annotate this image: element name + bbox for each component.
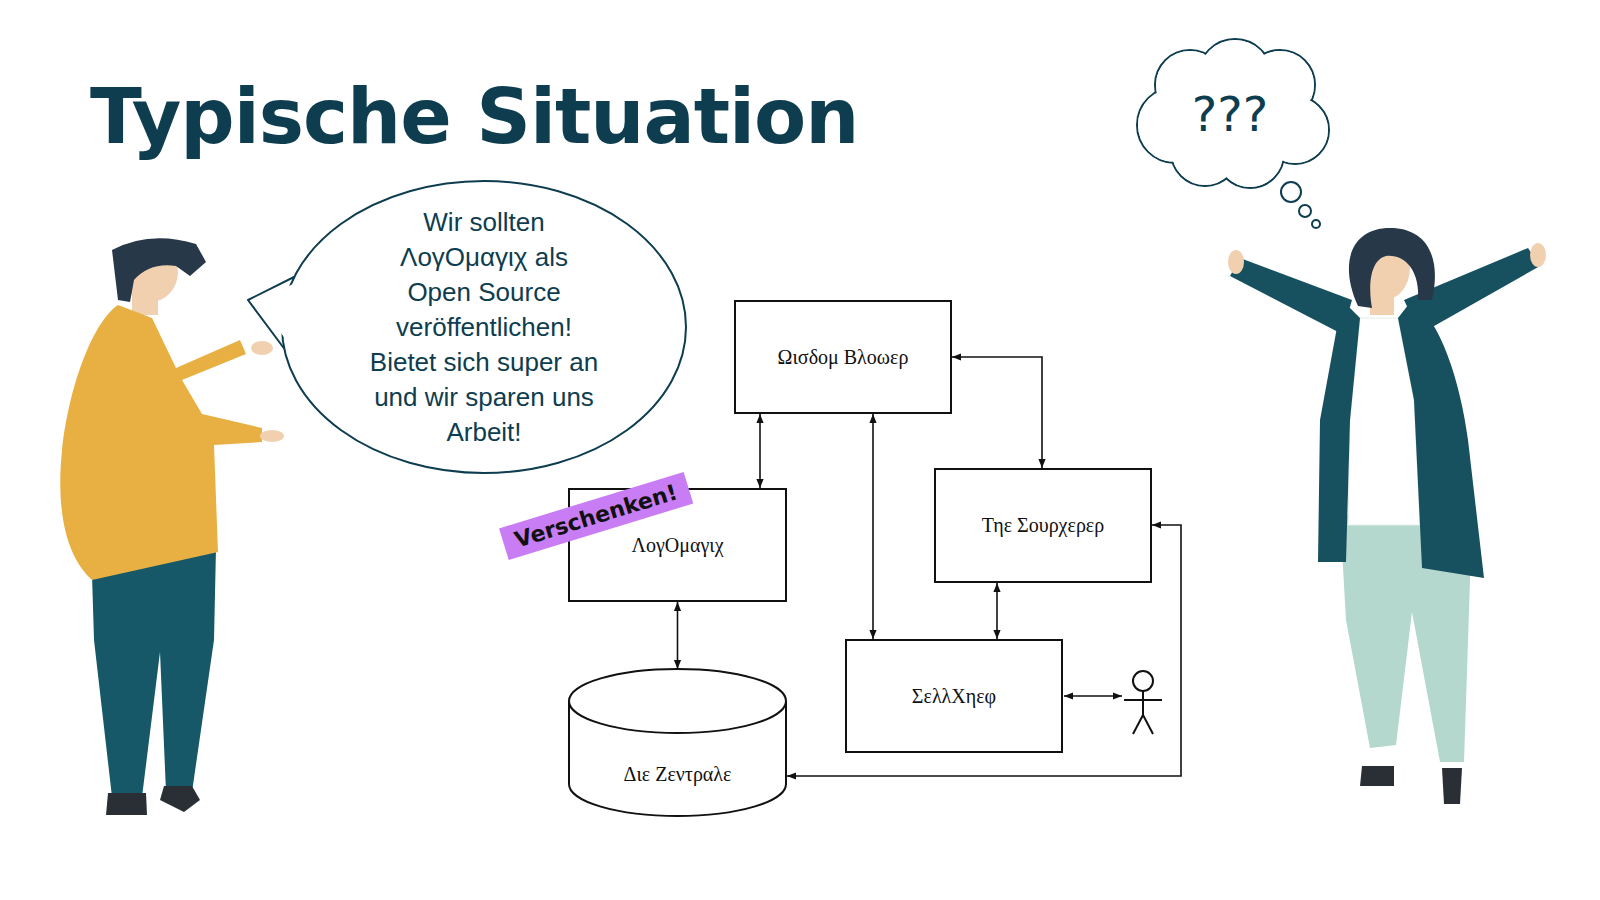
database-cylinder: Διε Ζεντραλε	[568, 669, 787, 816]
connector-arrow	[952, 357, 1042, 468]
stick-leg	[1143, 715, 1153, 734]
woman-arm	[1230, 258, 1352, 334]
node-text: ???	[1192, 86, 1268, 142]
bubble-seam-cover	[255, 281, 300, 347]
woman-hand	[1228, 250, 1244, 274]
man-sweater	[60, 305, 262, 580]
bubble-ellipse	[282, 181, 686, 473]
stick-leg	[1133, 715, 1143, 734]
man-shoe	[106, 793, 147, 815]
node-text: Διε Ζεντραλε	[624, 763, 732, 786]
thought-bubble: ???	[1130, 40, 1330, 188]
slide-title: Typische Situation	[90, 72, 858, 161]
man-hand	[251, 341, 273, 355]
cylinder-body	[569, 669, 786, 816]
user-stick-figure	[1124, 671, 1162, 734]
user-connector	[1064, 695, 1122, 697]
woman-coat	[1318, 300, 1484, 578]
system-box: Τηε Σουρχερερ	[934, 468, 1152, 583]
stick-body	[1142, 691, 1144, 715]
node-text: Wir sollten ΛογΟμαγιχ als Open Source ve…	[367, 205, 602, 450]
connector-arrow	[996, 583, 998, 639]
man-hand	[260, 430, 284, 442]
man-figure	[60, 238, 284, 815]
connector-arrow	[872, 414, 874, 639]
man-shoe	[160, 786, 200, 812]
node-text: ΣελλΧηεφ	[912, 685, 996, 708]
stick-arms	[1124, 699, 1162, 701]
woman-shoe	[1442, 768, 1462, 804]
woman-hair	[1349, 228, 1435, 308]
system-box: Ωισδομ Βλοωερ	[734, 300, 952, 414]
node-text: Ωισδομ Βλοωερ	[778, 346, 909, 369]
cylinder-rim	[569, 701, 786, 733]
thought-dot	[1312, 220, 1320, 228]
connector-arrow	[677, 602, 679, 669]
system-box: ΣελλΧηεφ	[845, 639, 1063, 753]
stick-head	[1133, 671, 1153, 691]
woman-figure	[1228, 228, 1546, 804]
thought-dot	[1281, 182, 1301, 202]
man-hair	[112, 238, 206, 302]
man-pants	[92, 548, 216, 797]
woman-hand	[1530, 243, 1546, 267]
database-cylinder-outline	[568, 669, 787, 816]
node-text: Τηε Σουρχερερ	[982, 514, 1105, 537]
connector-arrow	[759, 414, 761, 488]
woman-shoe	[1360, 766, 1394, 786]
node-text: ΛογΟμαγιχ	[631, 534, 723, 557]
thought-dot	[1299, 205, 1311, 217]
cloud-fill	[1186, 71, 1284, 169]
speech-bubble: Wir sollten ΛογΟμαγιχ als Open Source ve…	[282, 181, 686, 473]
